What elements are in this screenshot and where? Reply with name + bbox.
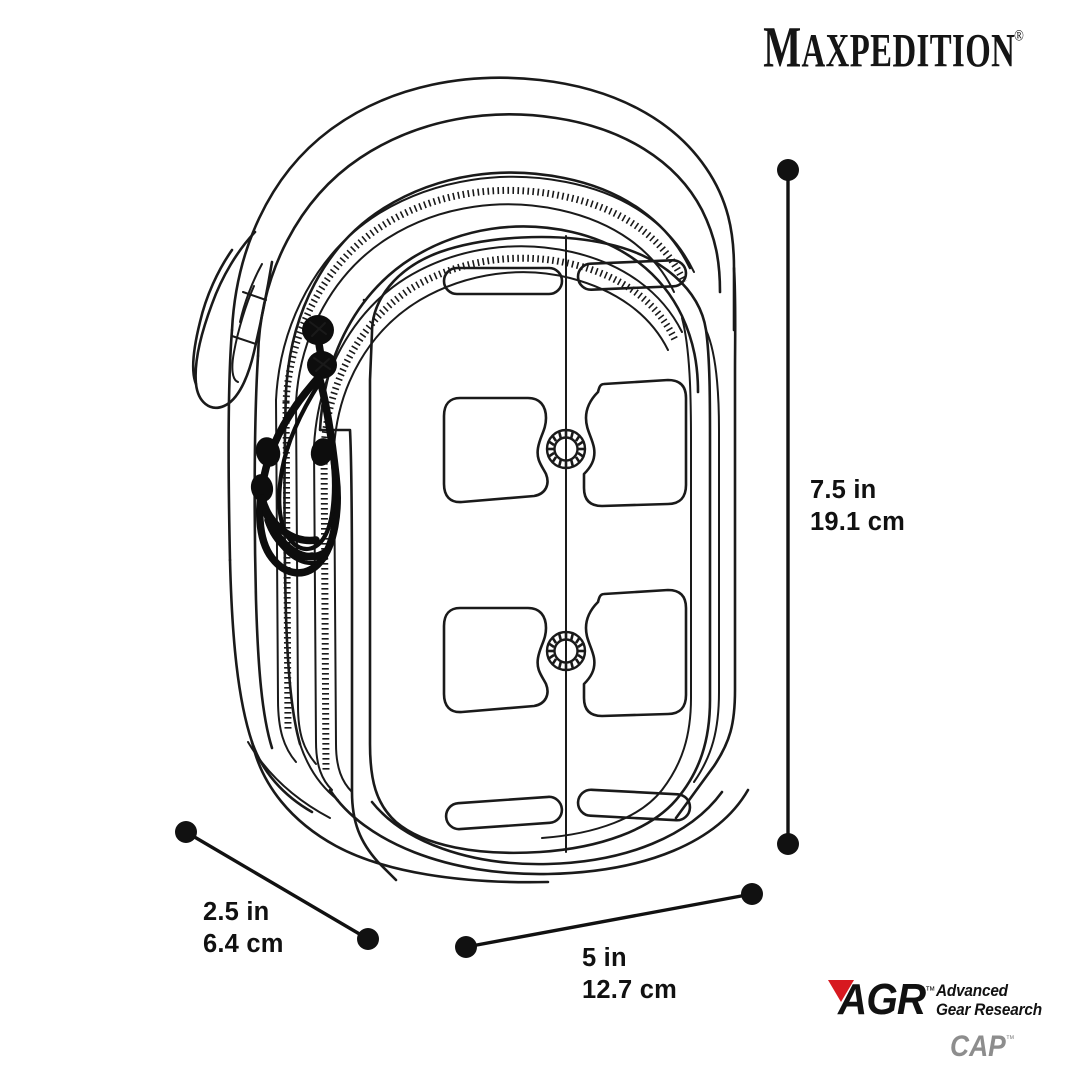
logo-lead-letter: M xyxy=(763,14,802,80)
agr-wordmark: AGR™ xyxy=(838,975,935,1024)
dimension-label-width: 5 in 12.7 cm xyxy=(582,942,677,1006)
depth-centimeters: 6.4 cm xyxy=(203,930,284,959)
height-inches: 7.5 in xyxy=(810,476,877,504)
zipper-track-outer xyxy=(275,175,695,765)
grommet-lower xyxy=(545,630,587,672)
front-panel-details xyxy=(442,235,692,853)
dimension-label-height: 7.5 in 19.1 cm xyxy=(810,474,905,538)
dimension-line-depth xyxy=(175,821,379,950)
grab-handle xyxy=(191,230,274,409)
grommet-upper xyxy=(545,428,587,470)
pouch-body-outline xyxy=(227,76,750,884)
agr-logo: AGR™ Advanced Gear Research xyxy=(828,975,1058,1026)
webbing-slot-top-left xyxy=(442,266,564,296)
molle-panel-top-right xyxy=(582,378,688,508)
agr-tagline-line2: Gear Research xyxy=(936,1001,1042,1020)
depth-inches: 2.5 in xyxy=(203,898,270,926)
registered-trademark-icon: ® xyxy=(1014,26,1025,44)
zipper-pull-upper[interactable] xyxy=(302,315,337,379)
agr-tagline-line1: Advanced xyxy=(936,982,1008,1000)
dimension-line-height xyxy=(777,159,799,855)
width-centimeters: 12.7 cm xyxy=(582,976,677,1005)
agr-triangle-icon xyxy=(828,980,854,1002)
maxpedition-logo: MAXPEDITION® xyxy=(763,18,1024,76)
agr-wordmark-text: AGR xyxy=(838,975,926,1024)
product-name-text: CAP xyxy=(950,1030,1006,1063)
webbing-slot-bottom-right xyxy=(576,788,692,822)
width-inches: 5 in xyxy=(582,944,627,972)
webbing-slot-top-right xyxy=(576,258,688,292)
molle-panel-top-left xyxy=(442,396,549,504)
molle-panel-bottom-right xyxy=(582,588,688,718)
dimension-label-depth: 2.5 in 6.4 cm xyxy=(203,896,284,960)
product-name-badge: CAP™ xyxy=(950,1032,1015,1062)
height-centimeters: 19.1 cm xyxy=(810,508,905,537)
logo-rest: AXPEDITION xyxy=(801,23,1016,77)
molle-panel-bottom-left xyxy=(442,606,549,714)
dimension-line-width xyxy=(455,883,763,958)
cap-trademark-icon: ™ xyxy=(1005,1034,1015,1045)
agr-trademark-icon: ™ xyxy=(925,985,935,997)
zipper-pull-cord-loops[interactable] xyxy=(249,374,341,577)
agr-tagline: Advanced Gear Research xyxy=(936,982,1042,1020)
webbing-slot-bottom-left xyxy=(444,795,564,831)
